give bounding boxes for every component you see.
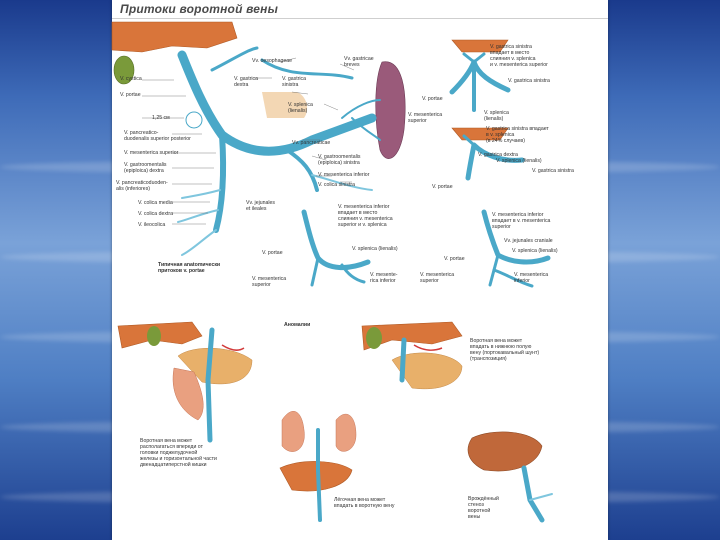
left-gastric — [212, 48, 257, 70]
b4-branch — [530, 494, 552, 500]
rt-label-5: V. gastrica sinistra впадает в v. spleni… — [486, 126, 549, 144]
portal-caliber-ring — [186, 112, 202, 128]
rt-label-2: V. portae — [422, 96, 443, 102]
label-gastroomentalis-dextra: V. gastroomentalis (epiploica) dextra — [124, 162, 166, 174]
label-colica-dextra: V. colica dextra — [138, 211, 173, 217]
mid-label-0: V. mesenterica inferior впадает в место … — [338, 204, 393, 228]
label-pancreaticoduodenal-inf: V. pancreaticoduoden- alis (inferiores) — [116, 180, 168, 192]
mid-label-7: V. splenica (lienalis) — [512, 248, 558, 254]
label-v-cystica: V. cystica — [120, 76, 142, 82]
label-oesophageae: Vv. oesophageae — [252, 58, 292, 64]
b2-portal — [402, 340, 404, 380]
b4-portal — [524, 468, 542, 520]
rt-label-3: V. splenica (lienalis) — [484, 110, 509, 122]
anomaly-note-2: Лёгочная вена может впадать в воротную в… — [334, 497, 394, 509]
colic-right — [178, 210, 218, 222]
label-v-portae: V. portae — [120, 92, 141, 98]
b1-gallbladder — [147, 326, 161, 346]
mid-vein-1b — [312, 258, 318, 285]
label-imv: V. mesenterica inferior — [318, 172, 369, 178]
rt-label-7: V. splenica (lienalis) — [496, 158, 542, 164]
rt-label-1: V. gastrica sinistra — [508, 78, 550, 84]
anomaly-note-3: Врождённый стеноз воротной вены — [468, 496, 499, 520]
liver-shape — [112, 22, 237, 52]
slide-page: Притоки воротной вены — [112, 0, 608, 540]
mid-label-3: V. mesenterica superior — [252, 276, 286, 288]
label-pancreaticoduodenal-sup: V. pancreatico- duodenalis superior post… — [124, 130, 191, 142]
mid-label-9: V. mesenterica superior — [420, 272, 454, 284]
anomaly-note-0: Воротная вена может впадать в нижнюю пол… — [470, 338, 539, 362]
label-colica-media: V. colica media — [138, 200, 173, 206]
label-gastricae-breves: Vv. gastricae breves — [344, 56, 374, 68]
rt-label-9: V. portae — [432, 184, 453, 190]
label-caliber: 1,25 см — [152, 115, 170, 121]
label-pancreaticae: Vv. pancreaticae — [292, 140, 330, 146]
mid-label-4: V. mesente- rica inferior — [370, 272, 398, 284]
b2-artery — [414, 345, 442, 350]
rt-vein-1c — [464, 54, 484, 62]
smv-main — [216, 135, 223, 230]
mid-label-1: V. portae — [262, 250, 283, 256]
anomaly-note-1: Воротная вена может располагаться вперед… — [140, 438, 217, 468]
label-gastrica-dextra: V. gastrica dextra — [234, 76, 258, 88]
main-caption: Типичная anatomически притоков v. portae — [158, 262, 220, 274]
mid-label-10: V. mesenterica inferior — [514, 272, 548, 284]
spleen-shape — [376, 62, 405, 159]
colic-mid — [182, 190, 220, 198]
label-ileocolica: V. ileocolica — [138, 222, 165, 228]
rt-label-4: V. mesenterica superior — [408, 112, 442, 124]
mid-label-8: V. portae — [444, 256, 465, 262]
b3-lung-right — [336, 414, 356, 451]
mid-label-5: V. mesenterica inferior впадает в v. mes… — [492, 212, 550, 230]
mid-label-6: Vv. jejunales craniale — [504, 238, 553, 244]
mid-label-2: V. splenica (lienalis) — [352, 246, 398, 252]
b1-portal — [208, 330, 212, 440]
rt-label-8: V. gastrica sinistra — [532, 168, 574, 174]
b4-liver — [468, 432, 542, 471]
label-gastroomentalis-sinistra: V. gastroomentalis (epiploica) sinistra — [318, 154, 360, 166]
label-gastrica-sinistra: V. gastrica sinistra — [282, 76, 306, 88]
ileocolic — [182, 230, 216, 255]
label-smv: V. mesenterica superior — [124, 150, 178, 156]
label-splenica: V. splenica (lienalis) — [288, 102, 313, 114]
rt-label-0: V. gastrica sinistra впадает в место сли… — [490, 44, 548, 68]
anomalies-heading: Аномалии — [284, 322, 310, 328]
b2-gallbladder — [366, 327, 382, 349]
label-colica-sinistra: V. colica sinistra — [318, 182, 355, 188]
label-jejunales: Vv. jejunales et ileales — [246, 200, 275, 212]
b3-portal — [318, 430, 320, 520]
b3-lung-left — [282, 411, 304, 451]
